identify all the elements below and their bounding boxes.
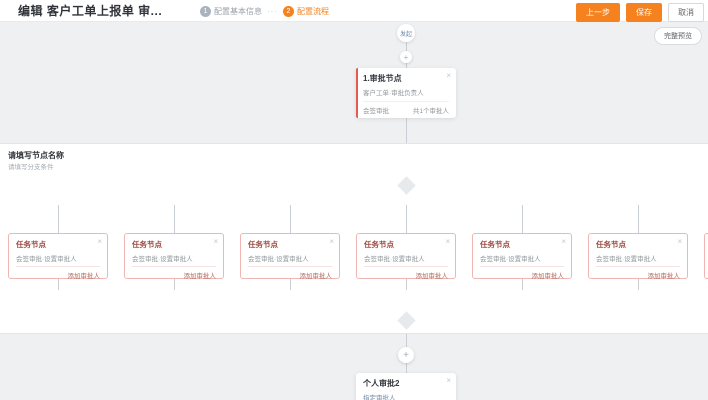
task-card-subtitle: 会签审批·设置审批人 <box>16 253 100 263</box>
close-icon[interactable]: × <box>445 238 450 246</box>
step-1-label: 配置基本信息 <box>214 6 262 17</box>
header: 编辑 客户工单上报单 审... 1 配置基本信息 ··· 2 配置流程 上一步 … <box>0 0 708 22</box>
end-card-subtitle: 指定审批人 <box>363 392 449 400</box>
branch-connector-bottom <box>406 279 407 290</box>
branch-row: × 任务节点 会签审批·设置审批人 添加审批人 × 任务节点 会签审批·设置审批… <box>0 22 708 400</box>
task-card-subtitle: 会签审批·设置审批人 <box>596 253 680 263</box>
task-card-subtitle: 会签审批·设置审批人 <box>364 253 448 263</box>
save-button[interactable]: 保存 <box>626 3 662 22</box>
approval-card-subtitle: 客户工单·审批负责人 <box>363 87 449 97</box>
end-card-title: 个人审批2 <box>363 378 449 389</box>
close-icon[interactable]: × <box>213 238 218 246</box>
task-node-card[interactable]: × 任务节点 会签审批·设置审批人 添加审批人 <box>704 233 708 279</box>
branch: × 任务节点 会签审批·设置审批人 添加审批人 <box>588 205 688 290</box>
task-card-action[interactable]: 添加审批人 <box>248 266 332 280</box>
branch: × 任务节点 会签审批·设置审批人 添加审批人 <box>704 205 708 290</box>
personal-approval-card[interactable]: × 个人审批2 指定审批人 <box>356 373 456 400</box>
task-node-card[interactable]: × 任务节点 会签审批·设置审批人 添加审批人 <box>472 233 572 279</box>
branch-connector-top <box>58 205 59 233</box>
branch: × 任务节点 会签审批·设置审批人 添加审批人 <box>240 205 340 290</box>
add-node-icon[interactable]: + <box>400 51 412 63</box>
branch-connector-bottom <box>174 279 175 290</box>
task-card-title: 任务节点 <box>596 239 680 250</box>
cancel-button[interactable]: 取消 <box>668 3 704 22</box>
header-actions: 上一步 保存 取消 <box>576 3 704 22</box>
task-card-subtitle: 会签审批·设置审批人 <box>480 253 564 263</box>
step-flow-config[interactable]: 2 配置流程 <box>283 6 329 17</box>
step-1-circle: 1 <box>200 6 211 17</box>
full-preview-button[interactable]: 完整预览 <box>654 27 702 45</box>
task-card-subtitle: 会签审批·设置审批人 <box>132 253 216 263</box>
task-node-card[interactable]: × 任务节点 会签审批·设置审批人 添加审批人 <box>240 233 340 279</box>
approver-count-label: 共1个审批人 <box>413 105 449 115</box>
branch-connector-bottom <box>290 279 291 290</box>
add-node-button[interactable]: + <box>398 347 414 363</box>
task-node-card[interactable]: × 任务节点 会签审批·设置审批人 添加审批人 <box>124 233 224 279</box>
branch-connector-bottom <box>522 279 523 290</box>
task-node-card[interactable]: × 任务节点 会签审批·设置审批人 添加审批人 <box>588 233 688 279</box>
flow-canvas[interactable]: 完整预览 发起 + × 1.审批节点 客户工单·审批负责人 会签审批 共1个审批… <box>0 22 708 400</box>
close-icon[interactable]: × <box>97 238 102 246</box>
close-icon[interactable]: × <box>446 72 451 80</box>
page-title: 编辑 客户工单上报单 审... <box>18 2 162 19</box>
task-card-action[interactable]: 添加审批人 <box>132 266 216 280</box>
step-basic-info[interactable]: 1 配置基本信息 <box>200 6 262 17</box>
branch: × 任务节点 会签审批·设置审批人 添加审批人 <box>472 205 572 290</box>
branch-connector-top <box>290 205 291 233</box>
step-separator: ··· <box>267 7 278 16</box>
task-card-title: 任务节点 <box>480 239 564 250</box>
step-2-label: 配置流程 <box>297 6 329 17</box>
task-card-action[interactable]: 添加审批人 <box>480 266 564 280</box>
branch: × 任务节点 会签审批·设置审批人 添加审批人 <box>356 205 456 290</box>
close-icon[interactable]: × <box>446 377 451 385</box>
branch-connector-top <box>522 205 523 233</box>
close-icon[interactable]: × <box>677 238 682 246</box>
approval-mode-label: 会签审批 <box>363 105 389 115</box>
step-2-circle: 2 <box>283 6 294 17</box>
task-card-action[interactable]: 添加审批人 <box>596 266 680 280</box>
branch-connector-bottom <box>638 279 639 290</box>
branch-connector-top <box>174 205 175 233</box>
branch-connector-top <box>406 205 407 233</box>
branch: × 任务节点 会签审批·设置审批人 添加审批人 <box>8 205 108 290</box>
close-icon[interactable]: × <box>561 238 566 246</box>
task-card-title: 任务节点 <box>16 239 100 250</box>
task-card-action[interactable]: 添加审批人 <box>364 266 448 280</box>
approval-card-footer: 会签审批 共1个审批人 <box>363 101 449 115</box>
step-indicator: 1 配置基本信息 ··· 2 配置流程 <box>200 0 329 22</box>
start-node[interactable]: 发起 <box>397 24 415 42</box>
approval-card-title: 1.审批节点 <box>363 73 449 84</box>
approval-node-card[interactable]: × 1.审批节点 客户工单·审批负责人 会签审批 共1个审批人 <box>356 68 456 118</box>
branch: × 任务节点 会签审批·设置审批人 添加审批人 <box>124 205 224 290</box>
task-card-subtitle: 会签审批·设置审批人 <box>248 253 332 263</box>
task-card-title: 任务节点 <box>132 239 216 250</box>
task-node-card[interactable]: × 任务节点 会签审批·设置审批人 添加审批人 <box>356 233 456 279</box>
task-node-card[interactable]: × 任务节点 会签审批·设置审批人 添加审批人 <box>8 233 108 279</box>
task-card-action[interactable]: 添加审批人 <box>16 266 100 280</box>
branch-connector-top <box>638 205 639 233</box>
branch-connector-bottom <box>58 279 59 290</box>
task-card-title: 任务节点 <box>364 239 448 250</box>
task-card-title: 任务节点 <box>248 239 332 250</box>
prev-step-button[interactable]: 上一步 <box>576 3 620 22</box>
close-icon[interactable]: × <box>329 238 334 246</box>
